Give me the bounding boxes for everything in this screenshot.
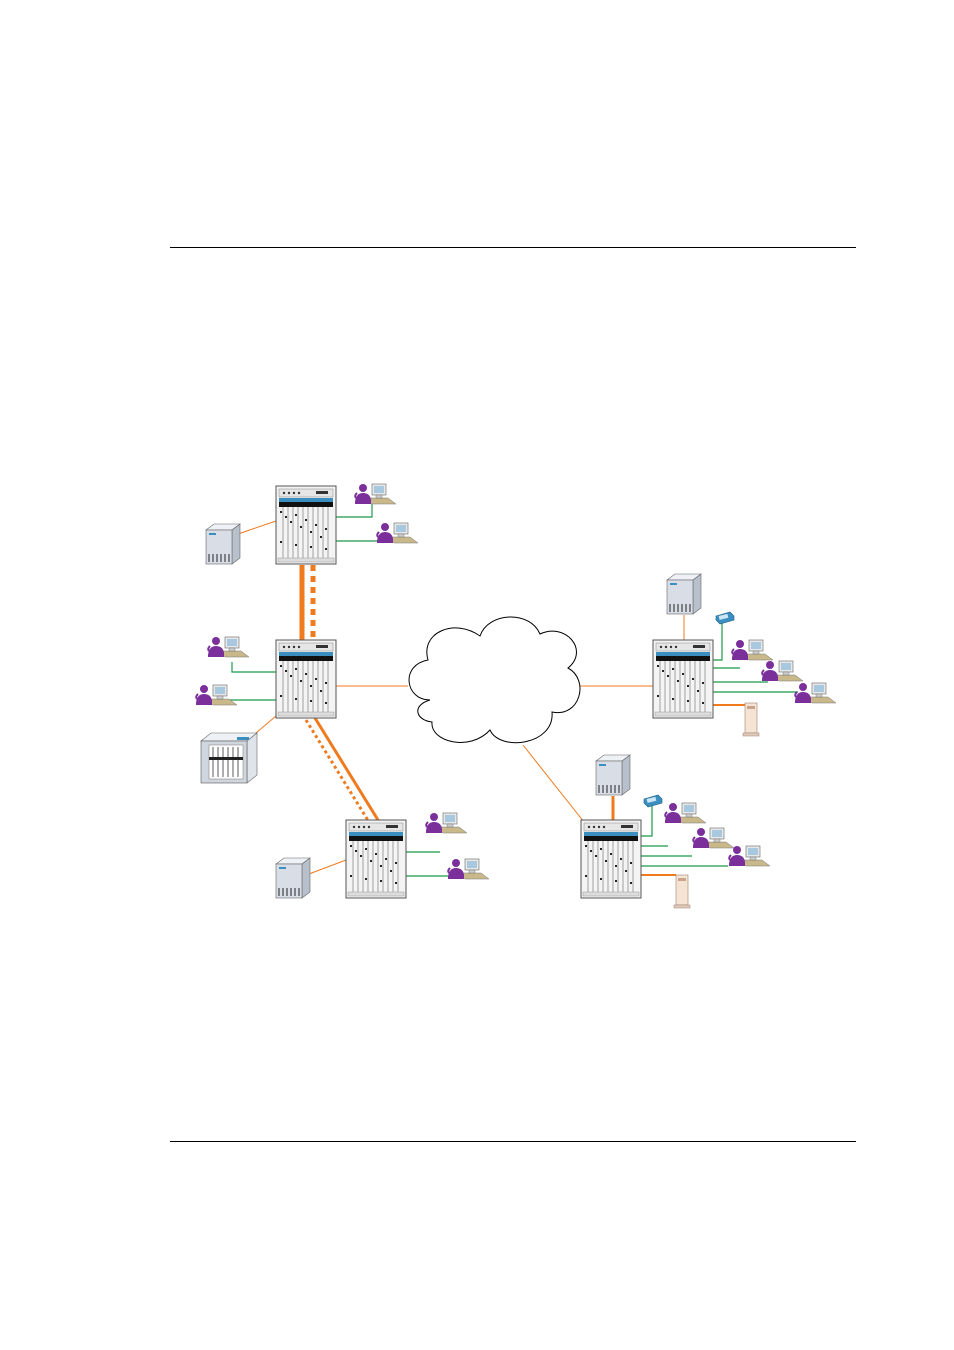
server-icon (596, 755, 630, 795)
switch-middle-left (276, 640, 336, 718)
user-workstation-icon (208, 637, 249, 657)
tower-pc-icon (743, 703, 759, 736)
storage-array-icon (201, 733, 257, 783)
user-workstation-icon (448, 859, 489, 879)
switch-right (653, 640, 713, 718)
backbone-standby-link (306, 720, 369, 822)
backbone-link (315, 718, 378, 820)
switch-top-left (276, 486, 336, 564)
user-workstation-icon (196, 685, 237, 705)
user-workstation-icon (355, 484, 396, 504)
server-icon (276, 858, 310, 898)
server-icon (206, 524, 240, 564)
user-workstation-icon (377, 523, 418, 543)
server-icon (667, 574, 701, 614)
switch-bottom-left (346, 820, 406, 898)
user-workstation-icon (693, 828, 734, 848)
user-workstation-icon (732, 640, 773, 660)
ip-phone-icon (716, 612, 734, 624)
wan-link (523, 745, 584, 822)
user-workstation-icon (665, 803, 706, 823)
ip-phone-icon (644, 795, 662, 807)
server-link (309, 860, 346, 874)
server-link (238, 521, 276, 534)
user-workstation-icon (762, 661, 803, 681)
user-workstation-icon (795, 683, 836, 703)
switch-bottom-right (581, 820, 641, 898)
wan-cloud (409, 617, 580, 743)
user-workstation-icon (729, 846, 770, 866)
tower-pc-icon (674, 875, 690, 908)
user-workstation-icon (426, 813, 467, 833)
